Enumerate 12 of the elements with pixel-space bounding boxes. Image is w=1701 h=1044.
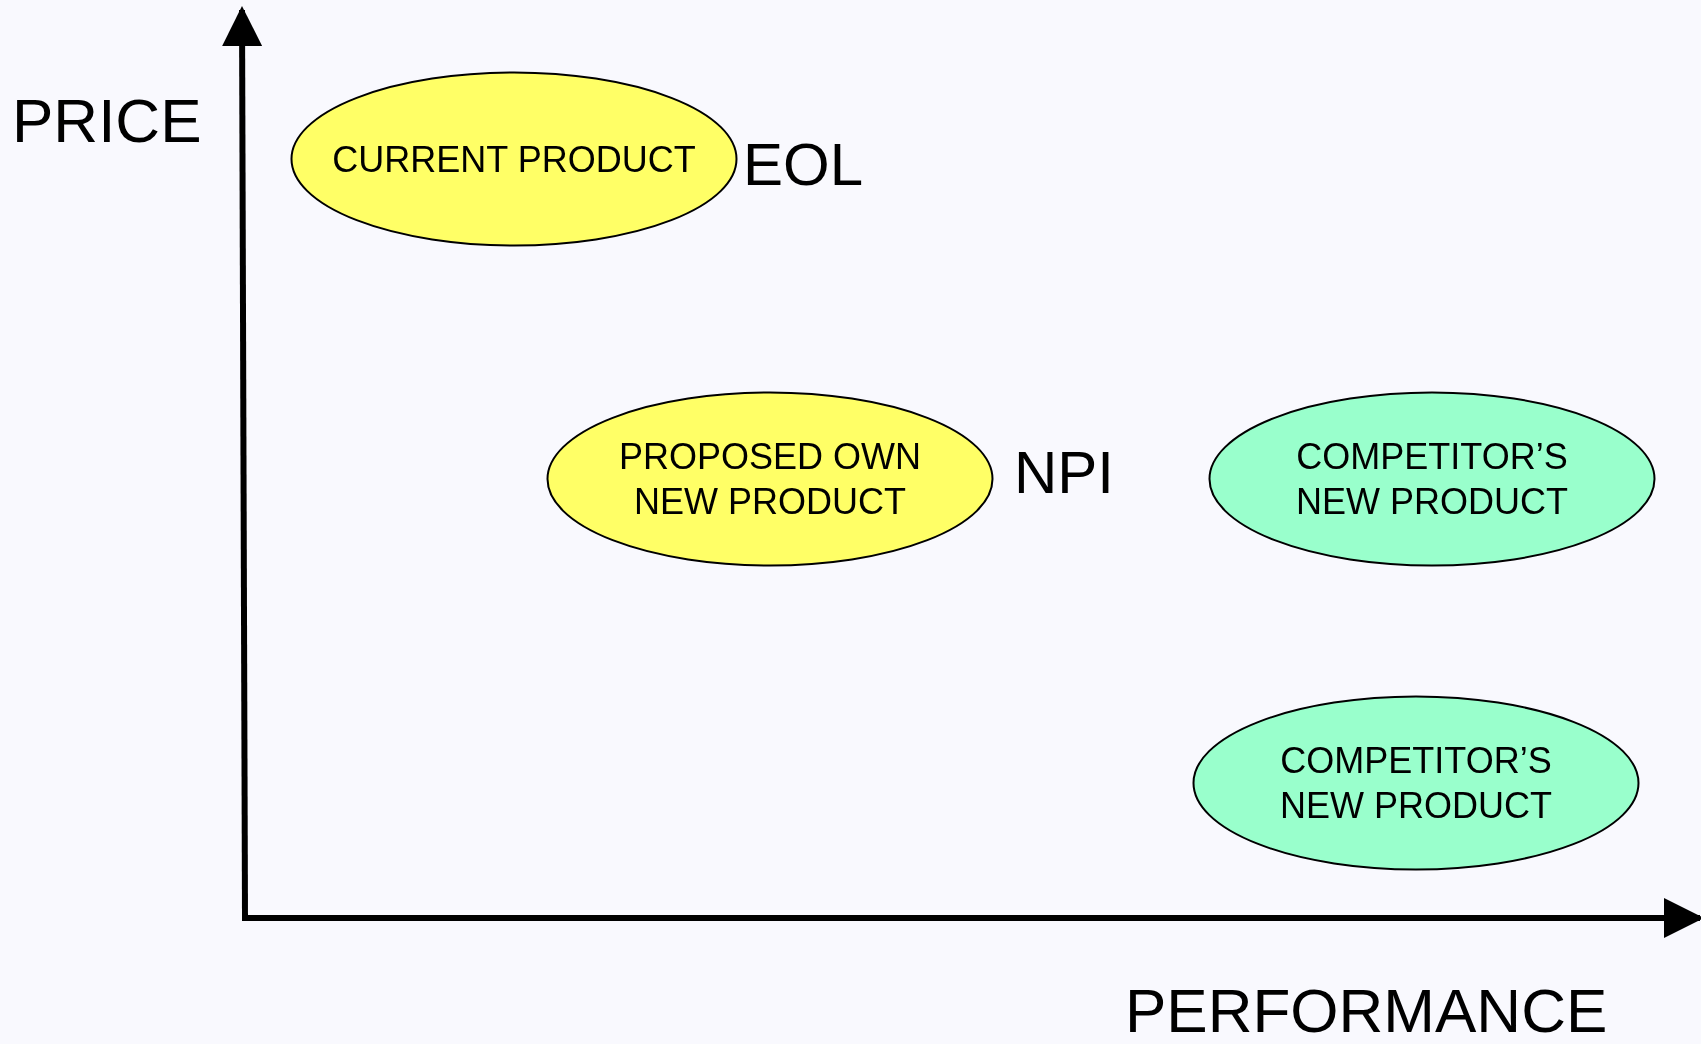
product-name: COMPETITOR’S NEW PRODUCT	[1279, 739, 1553, 828]
price-axis-label: PRICE	[12, 85, 202, 156]
product-name: COMPETITOR’S NEW PRODUCT	[1295, 435, 1569, 524]
product-name: PROPOSED OWN NEW PRODUCT	[618, 435, 922, 524]
product-ellipse	[546, 391, 994, 567]
status-label: NPI	[1014, 438, 1115, 507]
performance-axis-label: PERFORMANCE	[1125, 975, 1608, 1044]
status-label: EOL	[743, 130, 864, 199]
product-name: CURRENT PRODUCT	[332, 137, 696, 182]
product-ellipse	[1208, 391, 1656, 567]
product-ellipse	[1192, 695, 1640, 871]
product-ellipse	[290, 71, 738, 247]
